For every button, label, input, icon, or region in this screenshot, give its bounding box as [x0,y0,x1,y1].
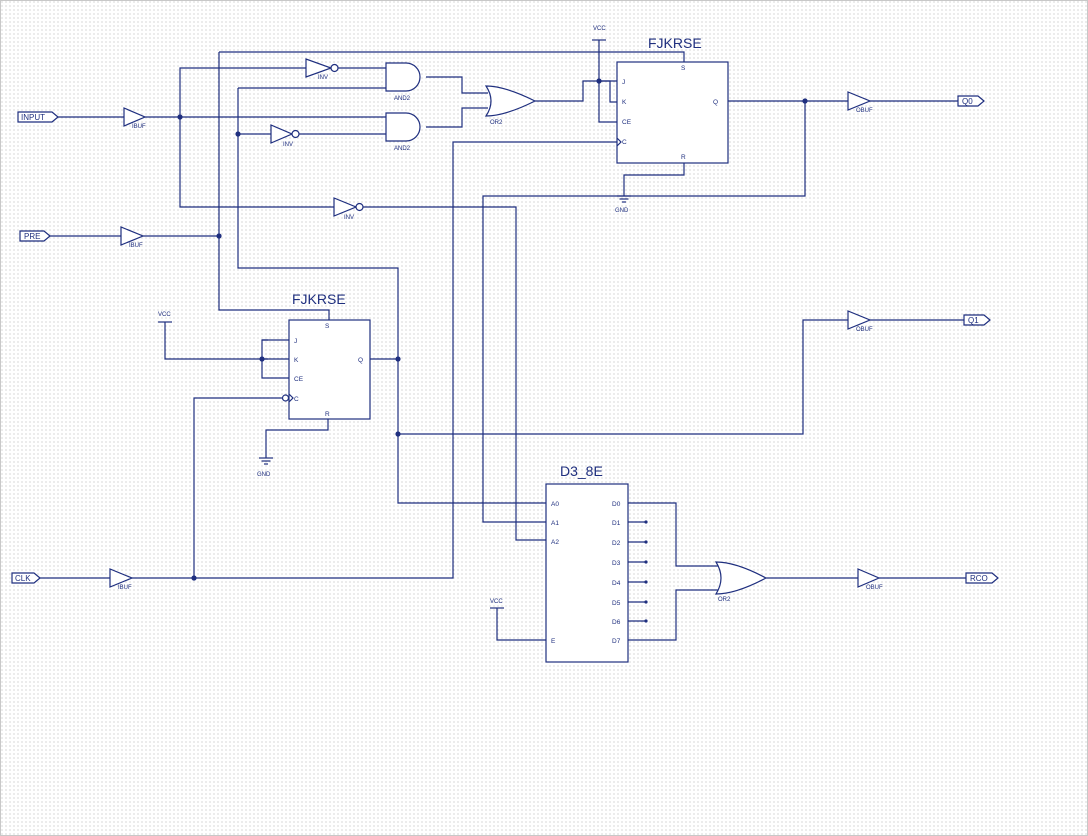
svg-text:INV: INV [344,215,354,221]
svg-text:E: E [551,638,556,645]
svg-text:D5: D5 [612,600,621,607]
port-rco[interactable]: RCO [965,572,999,584]
svg-text:Q0: Q0 [962,97,973,106]
svg-text:VCC: VCC [158,312,171,318]
or-gate-top[interactable]: OR2 [484,85,537,126]
svg-text:A0: A0 [551,501,559,508]
and-gate-top[interactable]: AND2 [385,62,421,102]
svg-text:A2: A2 [551,539,559,546]
junctions [177,78,808,623]
svg-text:C: C [622,139,627,146]
svg-text:J: J [622,79,625,86]
svg-text:Q: Q [358,357,363,364]
decoder-title: D3_8E [560,463,603,479]
or-gate-bottom[interactable]: OR2 [714,561,768,603]
svg-text:VCC: VCC [593,26,606,32]
flip-flop-top-title: FJKRSE [648,35,702,51]
gnd-middle: GND [257,457,273,478]
svg-text:PRE: PRE [24,232,40,241]
obuf-rco[interactable]: OBUF [857,568,883,591]
decoder-d3-8e[interactable]: D3_8E A0 A1 A2 E D0 D1 D2 D3 D4 D5 D6 D7 [545,463,629,663]
flip-flop-top[interactable]: FJKRSE J K CE C R Q S [616,35,729,164]
svg-text:D0: D0 [612,501,621,508]
ibuf-pre[interactable]: IBUF [120,226,145,249]
svg-text:INPUT: INPUT [21,113,45,122]
port-q1[interactable]: Q1 [963,314,991,326]
flip-flop-middle-title: FJKRSE [292,291,346,307]
inverter-top[interactable]: INV [305,58,339,81]
gnd-top: GND [615,195,631,214]
svg-text:OBUF: OBUF [866,585,883,591]
svg-text:C: C [294,396,299,403]
svg-text:S: S [325,323,330,330]
port-q0[interactable]: Q0 [957,95,985,107]
svg-text:K: K [622,99,627,106]
svg-text:OR2: OR2 [718,597,731,603]
svg-text:D3: D3 [612,560,621,567]
port-pre[interactable]: PRE [19,230,51,242]
svg-text:INV: INV [283,142,293,148]
wires [40,40,966,641]
svg-text:J: J [294,338,297,345]
svg-text:CLK: CLK [15,574,31,583]
ibuf-input[interactable]: IBUF [123,107,147,130]
svg-text:OBUF: OBUF [856,108,873,114]
obuf-q1[interactable]: OBUF [847,310,873,333]
svg-text:OR2: OR2 [490,120,503,126]
svg-text:GND: GND [257,472,271,478]
svg-text:IBUF: IBUF [132,124,146,130]
and-gate-bottom[interactable]: AND2 [385,112,421,152]
svg-text:D1: D1 [612,520,621,527]
svg-text:D6: D6 [612,619,621,626]
svg-text:IBUF: IBUF [129,243,143,249]
svg-text:Q1: Q1 [968,316,979,325]
svg-text:AND2: AND2 [394,146,411,152]
flip-flop-middle[interactable]: FJKRSE J K CE C R Q S [281,291,371,420]
svg-text:CE: CE [622,119,632,126]
svg-text:OBUF: OBUF [856,327,873,333]
svg-text:R: R [681,154,686,161]
svg-text:VCC: VCC [490,599,503,605]
svg-text:CE: CE [294,376,304,383]
svg-text:INV: INV [318,75,328,81]
svg-text:D2: D2 [612,540,621,547]
svg-text:K: K [294,357,299,364]
svg-text:AND2: AND2 [394,96,411,102]
ibuf-clk[interactable]: IBUF [109,568,134,591]
port-input[interactable]: INPUT [17,111,59,123]
vcc-top: VCC [592,26,606,41]
svg-text:IBUF: IBUF [118,585,132,591]
inverter-bottom[interactable]: INV [333,197,364,221]
svg-text:R: R [325,411,330,418]
inverter-middle[interactable]: INV [270,124,300,148]
svg-text:Q: Q [713,99,718,106]
svg-text:A1: A1 [551,520,559,527]
svg-text:S: S [681,65,686,72]
svg-text:D4: D4 [612,580,621,587]
svg-text:RCO: RCO [970,574,988,583]
svg-text:GND: GND [615,208,629,214]
svg-text:D7: D7 [612,638,621,645]
port-clk[interactable]: CLK [11,572,41,584]
obuf-q0[interactable]: OBUF [847,91,873,114]
vcc-middle: VCC [158,312,172,323]
vcc-decoder: VCC [490,599,504,609]
